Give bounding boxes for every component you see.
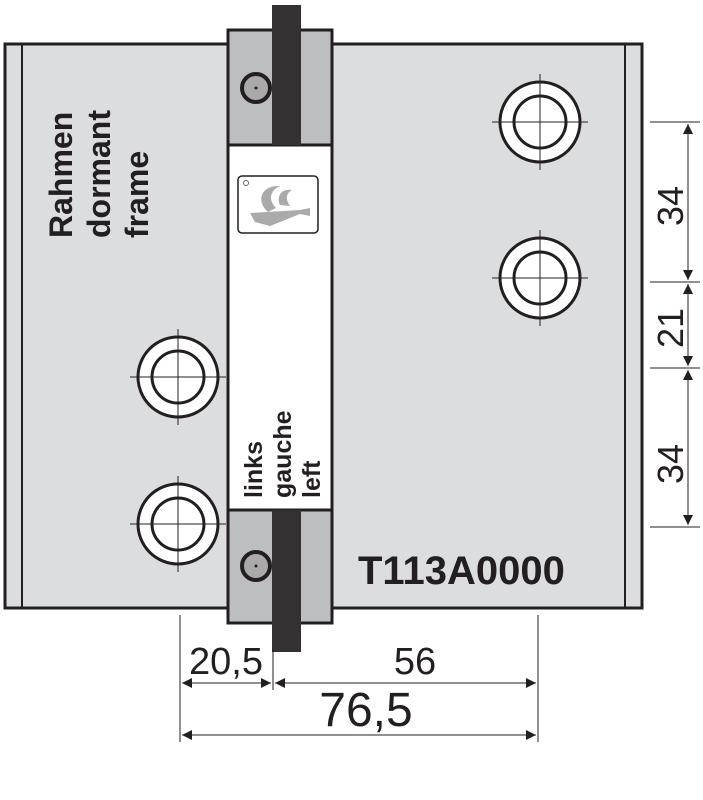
brand-logo (237, 175, 319, 234)
svg-text:56: 56 (394, 641, 436, 683)
hole (130, 329, 226, 425)
svg-text:left: left (298, 460, 326, 498)
svg-text:dormant: dormant (81, 110, 117, 238)
svg-text:frame: frame (119, 151, 155, 238)
svg-text:21: 21 (650, 308, 691, 348)
svg-text:76,5: 76,5 (319, 684, 412, 737)
part-number: T113A0000 (358, 549, 565, 593)
svg-text:gauche: gauche (269, 410, 297, 498)
svg-text:34: 34 (650, 444, 691, 484)
svg-text:Rahmen: Rahmen (43, 112, 79, 238)
frame-label: Rahmen dormant frame (43, 110, 155, 238)
horizontal-dimensions: 20,5 56 76,5 (179, 615, 539, 742)
hole (492, 230, 588, 326)
hinge-pin-top (272, 5, 301, 145)
side-label: links gauche left (240, 410, 326, 498)
hole (130, 476, 226, 572)
svg-text:links: links (240, 441, 268, 498)
screw (240, 72, 272, 104)
svg-text:34: 34 (650, 186, 691, 226)
svg-text:20,5: 20,5 (189, 641, 263, 683)
hinge-block (226, 5, 334, 652)
hole (492, 74, 588, 170)
vertical-dimensions: 34 21 34 (650, 121, 700, 528)
screw (240, 550, 272, 582)
hinge-pin-bottom (272, 510, 301, 652)
mounting-holes (130, 74, 588, 572)
